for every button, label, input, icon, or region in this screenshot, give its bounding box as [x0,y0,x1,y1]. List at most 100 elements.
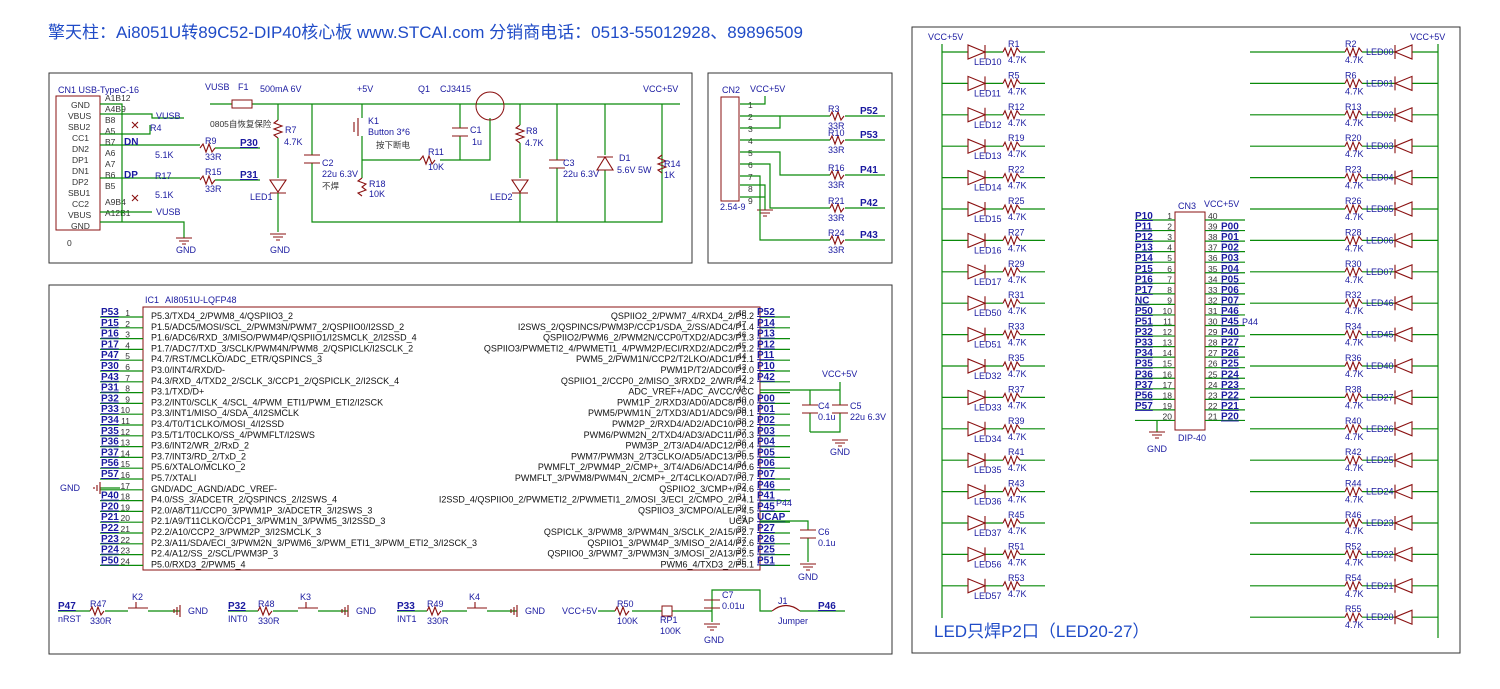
resistor-symbol [1344,140,1363,152]
mcu-pin-net: P47 [101,350,119,361]
usb-pin-id: B7 [105,137,116,147]
cn2-pin: 3 [748,124,753,134]
button-net: P33 [397,601,415,612]
led-symbol [1393,515,1413,531]
cn2-body [720,96,740,202]
dip-pin-net: P51 [1135,317,1153,328]
dip-pin-net: P10 [1135,211,1153,222]
r9-label: R9 [205,136,217,146]
usb-pin-name: CC2 [72,199,89,209]
dip-pin-net: P02 [1221,243,1239,254]
gnd2-symbol [270,233,286,241]
mcu-pin-net: P51 [757,555,775,566]
c6-value: 0.1u [818,538,836,548]
dip-pin-net: P12 [1135,232,1153,243]
led-ref: LED02 [1366,110,1394,120]
mcu-pin-number: 30 [737,502,747,512]
mcu-pin-number: 44 [737,351,747,361]
dip-gnd-symbol [1149,431,1165,439]
dip-pin-net: P05 [1221,274,1239,285]
mcu-pin-number: 10 [121,405,131,415]
mcu-pin-net: P40 [101,491,119,502]
led-symbol [1393,358,1413,374]
c2-symbol [304,154,320,164]
cn2-resistor-ref: R10 [828,128,845,138]
r14-symbol [656,154,668,174]
resistor-value: 4.7K [1345,275,1364,285]
dip-pin-number: 25 [1208,369,1218,379]
cn2-frame [707,72,893,264]
dip-pin-number: 38 [1208,232,1218,242]
dip-gnd-label: GND [1147,444,1168,454]
led-ref: LED35 [974,465,1002,475]
button-key [128,602,148,609]
mcu-pin-function: QSPIIO1_3/PWM4P_3/MISO_2/A14/P2.6 [587,538,754,548]
dip-pin-net: P13 [1135,243,1153,254]
c4-label: C4 [818,401,830,411]
mcu-pin-function: P2.4/A12/SS_2/SCL/PWM3P_3 [151,549,278,559]
mcu-pin-number: 17 [121,481,131,491]
led-ref: LED25 [1366,455,1394,465]
c3-value: 22u 6.3V [563,169,599,179]
resistor-symbol [1002,517,1021,529]
led-ref: LED23 [1366,518,1394,528]
mcu-pin-function: GND/ADC_AGND/ADC_VREF- [151,484,277,494]
mcu-pin-function: QSPIIO2_3/CMP+/P4.6 [659,484,754,494]
cn2-resistor-symbol [829,202,845,214]
mcu-pin-net: P42 [757,372,775,383]
cn2-resistor-value: 33R [828,145,845,155]
mcu-pin-function: P3.7/INT3/RD_2/TxD_2 [151,451,246,461]
reset-gnd-symbol [704,623,720,631]
button-key-ref: K2 [132,592,143,602]
r8-symbol [514,124,526,144]
cn2-r-4: R24 33R P43 [828,228,878,255]
resistor-value: 4.7K [1345,400,1364,410]
cn2-pin: 7 [748,172,753,182]
led-ref: LED05 [1366,204,1394,214]
reset-gnd-label: GND [704,635,725,645]
resistor-symbol [1002,329,1021,341]
led-ref: LED24 [1366,487,1394,497]
mcu-pin-net: P30 [101,361,119,372]
led-symbol [967,169,987,186]
button-resistor [257,605,273,617]
cn2-vcc-label: VCC+5V [750,84,785,94]
r15-value: 33R [205,184,222,194]
resistor-value: 4.7K [1345,620,1364,630]
led-symbol [1393,577,1413,594]
resistor-ref: R29 [1008,259,1025,269]
led-ref: LED12 [974,120,1002,130]
mcu-pin-function: P2.1/A9/T11CLKO/CCP1_3/PWM1N_3/PWM5_3/I2… [151,516,385,526]
mcu-pin-number: 16 [121,470,131,480]
mcu-pin-number: 39 [737,405,747,415]
resistor-ref: R30 [1345,259,1362,269]
resistor-ref: R13 [1345,102,1362,112]
k1-value: Button 3*6 [368,127,410,137]
resistor-value: 4.7K [1345,495,1364,505]
r7-value: 4.7K [284,137,303,147]
resistor-value: 4.7K [1008,55,1027,65]
led-symbol [1393,44,1413,60]
usb-pin-id: A6 [105,148,116,158]
led-symbol [967,420,987,437]
mcu-ref: IC1 [145,295,159,305]
led-symbol [1393,106,1413,123]
cn2-pin: 6 [748,160,753,170]
resistor-value: 4.7K [1345,369,1364,379]
r4-label: R4 [150,123,162,133]
c4-value: 0.1u [818,412,836,422]
dip-pin-net: P26 [1221,348,1239,359]
resistor-value: 4.7K [1345,86,1364,96]
c6-label: C6 [818,527,830,537]
led-ref: LED26 [1366,424,1394,434]
mcu-pin-number: 24 [121,556,131,566]
dip-pin-net: P14 [1135,253,1153,264]
j1-symbol [771,604,801,612]
cn2-resistor-symbol [829,134,845,146]
